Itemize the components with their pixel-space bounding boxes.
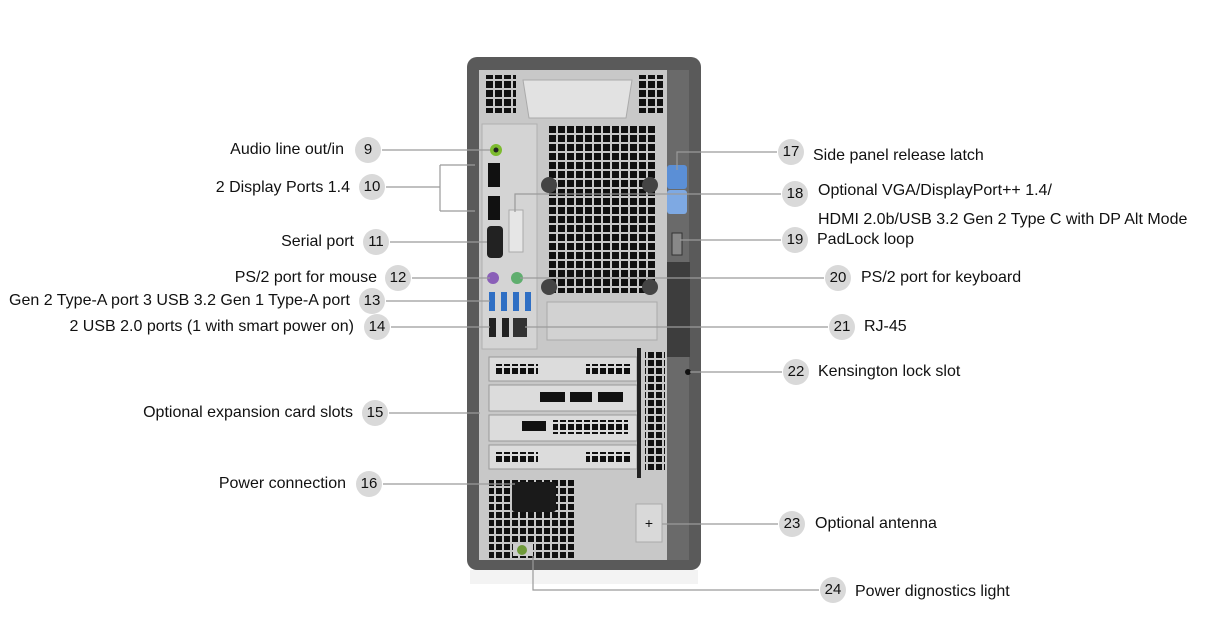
callout-badge-17: 17 xyxy=(778,139,804,165)
callout-label-expansion: Optional expansion card slots xyxy=(143,404,353,421)
callout-badge-24: 24 xyxy=(820,577,846,603)
ps2-mouse-port xyxy=(487,272,499,284)
callout-label-serial: Serial port xyxy=(281,233,354,250)
power-diagnostic-light xyxy=(517,545,527,555)
antenna-cover xyxy=(635,503,663,543)
callout-badge-14: 14 xyxy=(364,314,390,340)
leader-lines xyxy=(382,149,828,591)
fan-vent xyxy=(547,126,655,218)
callout-label-usb2: 2 USB 2.0 ports (1 with smart power on) xyxy=(69,318,354,335)
rj45-port xyxy=(513,318,527,337)
callout-label-padlock: PadLock loop xyxy=(817,231,914,248)
callout-badge-16: 16 xyxy=(356,471,382,497)
callout-label-antenna: Optional antenna xyxy=(815,515,937,532)
top-vent-left xyxy=(484,75,516,113)
displayport-2 xyxy=(488,196,500,220)
callout-label-rj45: RJ-45 xyxy=(864,318,907,335)
callout-badge-19: 19 xyxy=(782,227,808,253)
displayport-1 xyxy=(488,163,500,187)
ps2-keyboard-port xyxy=(511,272,523,284)
callout-label-usb3: Gen 2 Type-A port 3 USB 3.2 Gen 1 Type-A… xyxy=(9,292,350,309)
power-connector xyxy=(512,482,556,512)
optional-port-cover xyxy=(508,209,524,253)
usb3-ports xyxy=(489,292,531,311)
svg-text:+: + xyxy=(645,515,653,531)
callout-badge-20: 20 xyxy=(825,265,851,291)
callout-label-optional-video-2: HDMI 2.0b/USB 3.2 Gen 2 Type C with DP A… xyxy=(818,211,1188,228)
usb2-port xyxy=(489,318,496,337)
callout-label-power: Power connection xyxy=(218,475,346,492)
kensington-slot xyxy=(685,369,691,375)
callout-badge-15: 15 xyxy=(362,400,388,426)
callout-badge-18: 18 xyxy=(782,181,808,207)
callout-label-ps2-keyboard: PS/2 port for keyboard xyxy=(861,269,1022,286)
callout-badge-9: 9 xyxy=(355,137,381,163)
callout-label-latch: Side panel release latch xyxy=(813,147,984,164)
callout-badge-22: 22 xyxy=(783,359,809,385)
callout-label-audio: Audio line out/in xyxy=(230,141,344,158)
padlock-loop xyxy=(671,232,683,256)
side-panel-latch xyxy=(667,165,687,189)
callout-badge-10: 10 xyxy=(359,174,385,200)
callout-label-optional-video: Optional VGA/DisplayPort++ 1.4/ xyxy=(818,182,1052,199)
callout-badge-21: 21 xyxy=(829,314,855,340)
callout-label-displayports: 2 Display Ports 1.4 xyxy=(215,179,350,196)
callout-badge-11: 11 xyxy=(363,229,389,255)
callout-badge-23: 23 xyxy=(779,511,805,537)
expansion-slots xyxy=(488,348,665,478)
serial-port xyxy=(487,226,503,258)
callout-badge-12: 12 xyxy=(385,265,411,291)
usb2-port xyxy=(502,318,509,337)
callout-label-diagnostics: Power dignostics light xyxy=(855,583,1010,600)
callout-label-kensington: Kensington lock slot xyxy=(818,363,961,380)
callout-label-ps2-mouse: PS/2 port for mouse xyxy=(234,269,377,286)
callout-badge-13: 13 xyxy=(359,288,385,314)
handle xyxy=(522,79,633,119)
top-vent-right xyxy=(639,75,663,113)
